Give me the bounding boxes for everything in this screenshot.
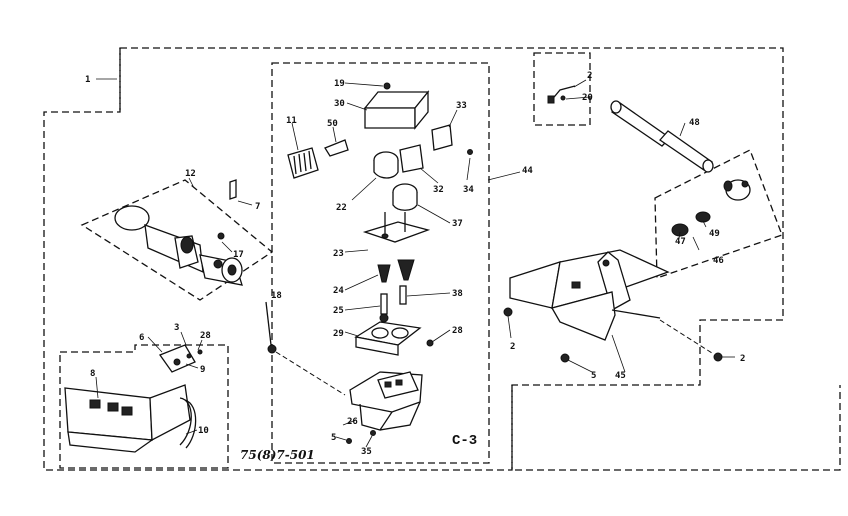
callout-1: 1 [85,75,90,85]
callout-44: 44 [522,166,533,176]
callout-5a: 5 [331,433,336,443]
lower-left-assembly [64,344,203,453]
callout-2a: 2 [587,71,592,81]
callout-11: 11 [286,116,297,126]
callout-labels: 1 12 7 17 18 19 30 11 50 33 32 34 22 37 … [85,71,745,457]
callout-28a: 28 [452,326,463,336]
callout-8: 8 [90,369,95,379]
leader-lines [95,78,735,448]
callout-47: 47 [675,237,686,247]
part-12-assembly [114,205,243,286]
callout-46: 46 [713,256,724,266]
center-column-parts [287,82,473,444]
part-46-cluster [671,179,751,237]
callout-23: 23 [333,249,344,259]
callout-29: 29 [333,329,344,339]
callout-12: 12 [185,169,196,179]
callout-38: 38 [452,289,463,299]
part-49-rod [610,100,714,173]
small-box-part [547,85,576,104]
part-18-rod [265,301,277,354]
callout-9: 9 [200,365,205,375]
callout-7: 7 [255,202,260,212]
drawing-number: 75(8)7-501 [240,448,315,462]
callout-48: 48 [689,118,700,128]
callout-33: 33 [456,101,467,111]
callout-37: 37 [452,219,463,229]
callout-34: 34 [463,185,474,195]
callout-3: 3 [174,323,179,333]
callout-25: 25 [333,306,344,316]
leader-2-right [659,319,713,354]
callout-19: 19 [334,79,345,89]
screw-5-right [560,353,570,363]
callout-35: 35 [361,447,372,457]
part-7-pin [229,179,237,200]
callout-26a: 26 [347,417,358,427]
callout-24: 24 [333,286,344,296]
callout-6: 6 [139,333,144,343]
callout-32: 32 [433,185,444,195]
center-assembly-box [271,62,490,464]
part-46-box [654,149,783,279]
screw-2-right [713,352,723,362]
callout-20: 20 [582,93,593,103]
part-45-bracket [509,249,670,341]
callout-45: 45 [615,371,626,381]
leader-18 [275,351,346,396]
panel-reference: C-3 [452,433,477,449]
screw-2-left [503,307,513,317]
small-part-box [533,52,591,126]
callout-2b: 2 [510,342,515,352]
callout-50: 50 [327,119,338,129]
callout-2c: 2 [740,354,745,364]
callout-30: 30 [334,99,345,109]
lower-left-box [59,344,229,469]
part-12-box [80,179,274,301]
callout-17: 17 [233,250,244,260]
callout-49: 49 [709,229,720,239]
callout-5b: 5 [591,371,596,381]
callout-22: 22 [336,203,347,213]
callout-28b: 28 [200,331,211,341]
callout-10: 10 [198,426,209,436]
lower-right-box [511,385,841,471]
callout-18: 18 [271,291,282,301]
